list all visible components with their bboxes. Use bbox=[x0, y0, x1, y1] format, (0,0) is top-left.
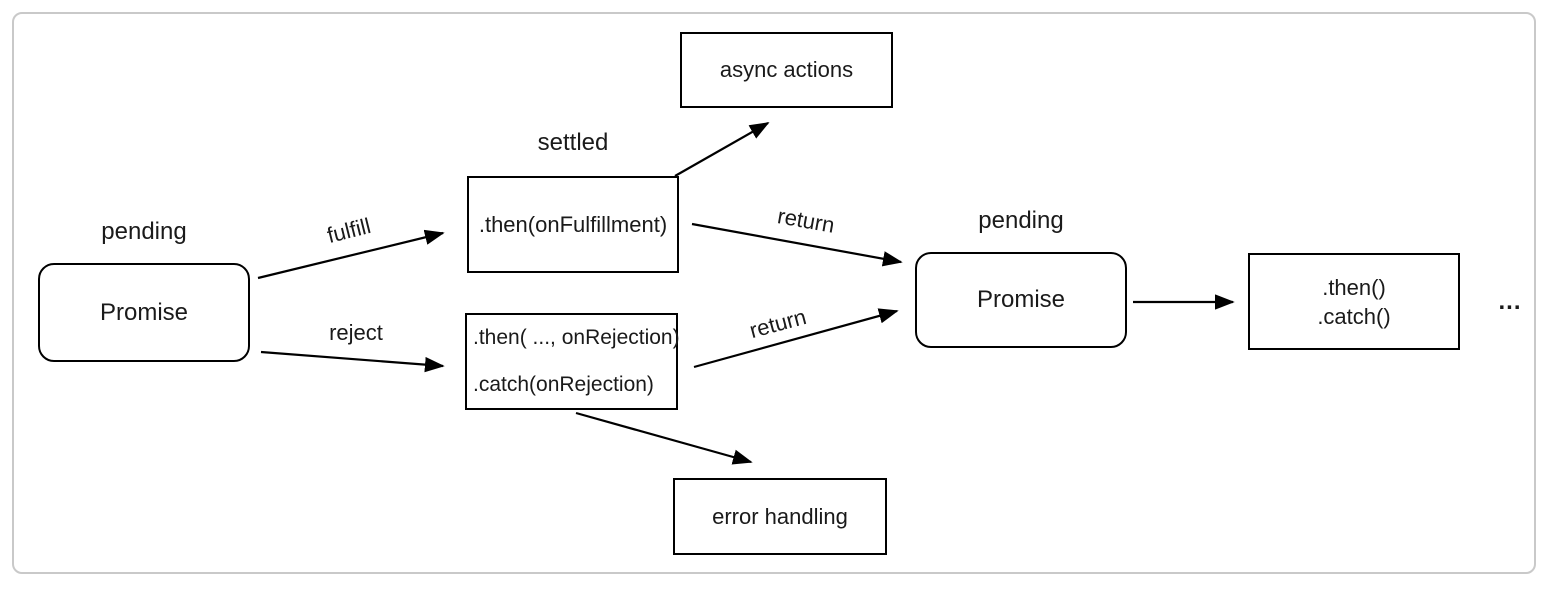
then-catch-chain-line1: .then() bbox=[1322, 274, 1386, 300]
then-onfulfillment-label: .then(onFulfillment) bbox=[478, 211, 668, 237]
settled-label: settled bbox=[537, 129, 609, 156]
error-handling-node: error handling bbox=[673, 478, 887, 555]
rejection-handlers-line2: .catch(onRejection) bbox=[473, 372, 654, 396]
rejection-handlers-node: .then( ..., onRejection) .catch(onReject… bbox=[465, 313, 680, 410]
error-handling-label: error handling bbox=[712, 503, 848, 529]
async-actions-node: async actions bbox=[680, 32, 893, 108]
async-actions-label: async actions bbox=[719, 57, 854, 82]
promise-node-next-label: Promise bbox=[976, 286, 1066, 313]
promise-node-initial: Promise bbox=[38, 263, 250, 362]
promise-node-next: Promise bbox=[915, 252, 1127, 348]
then-catch-chain-node: .then() .catch() bbox=[1248, 253, 1460, 350]
reject-arrow-label: reject bbox=[329, 320, 383, 345]
then-onfulfillment-node: .then(onFulfillment) bbox=[467, 176, 679, 273]
promise-node-initial-label: Promise bbox=[99, 298, 189, 326]
then-catch-chain-line2: .catch() bbox=[1317, 303, 1391, 329]
continuation-ellipsis: ... bbox=[1498, 288, 1522, 315]
pending-label-initial: pending bbox=[101, 218, 187, 245]
rejection-handlers-line1: .then( ..., onRejection) bbox=[473, 326, 680, 350]
pending-label-next: pending bbox=[978, 207, 1064, 234]
